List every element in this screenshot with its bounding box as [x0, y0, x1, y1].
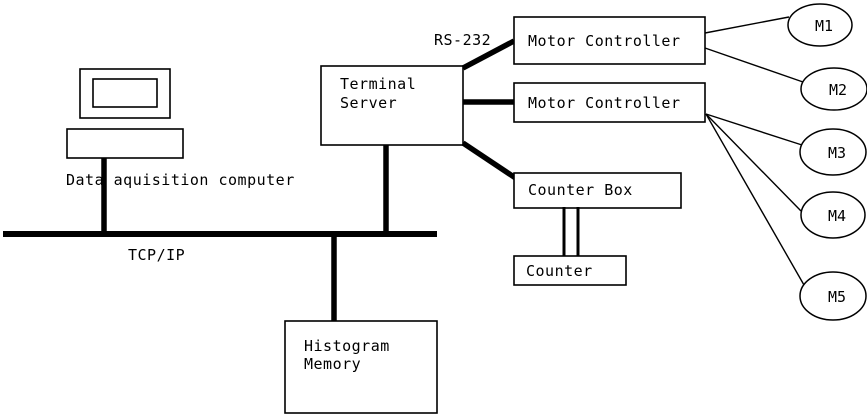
- tcpip-label: TCP/IP: [128, 246, 185, 264]
- rs232-label: RS-232: [434, 31, 491, 49]
- motor-m1-label: M1: [815, 17, 833, 35]
- terminal-server-label-line1: Terminal: [340, 75, 416, 93]
- motor-m5-ellipse[interactable]: [799, 271, 867, 321]
- terminal-server-box[interactable]: [320, 65, 464, 146]
- motor-m5-label: M5: [828, 288, 846, 306]
- motor-m3-ellipse[interactable]: [799, 128, 867, 176]
- motor-controller-2-to-m3-link: [705, 113, 803, 146]
- computer-base-icon: [66, 128, 184, 159]
- motor-m1-ellipse[interactable]: [787, 3, 853, 47]
- motor-m4-ellipse[interactable]: [800, 191, 866, 239]
- motor-m2-label: M2: [829, 81, 847, 99]
- motor-m3-label: M3: [828, 144, 846, 162]
- motor-controller-1-to-m2-link: [704, 47, 804, 83]
- motor-controller-1-label: Motor Controller: [528, 32, 681, 50]
- terminal-server-to-counter-box-link: [461, 140, 519, 182]
- motor-m2-ellipse[interactable]: [800, 67, 867, 111]
- histogram-memory-box[interactable]: [284, 320, 438, 414]
- histogram-memory-label-line2: Memory: [304, 355, 361, 373]
- counter-box-label: Counter Box: [528, 181, 633, 199]
- histogram-memory-label-line1: Histogram: [304, 337, 390, 355]
- motor-controller-2-to-m4-link: [705, 113, 802, 212]
- counter-label: Counter: [526, 262, 593, 280]
- counter-box[interactable]: [513, 255, 627, 286]
- motor-controller-2-to-m5-link: [705, 113, 805, 286]
- counter-box-box[interactable]: [513, 172, 682, 209]
- terminal-server-label-line2: Server: [340, 94, 397, 112]
- terminal-server-to-motor-controller-1-link: [461, 38, 516, 71]
- motor-controller-2-box[interactable]: [513, 82, 706, 123]
- data-acquisition-computer-label: Data aquisition computer: [66, 171, 295, 189]
- motor-controller-1-to-m1-link: [704, 16, 790, 34]
- motor-controller-2-label: Motor Controller: [528, 94, 681, 112]
- motor-m4-label: M4: [828, 207, 846, 225]
- computer-screen-icon: [92, 78, 158, 108]
- motor-controller-1-box[interactable]: [513, 16, 706, 65]
